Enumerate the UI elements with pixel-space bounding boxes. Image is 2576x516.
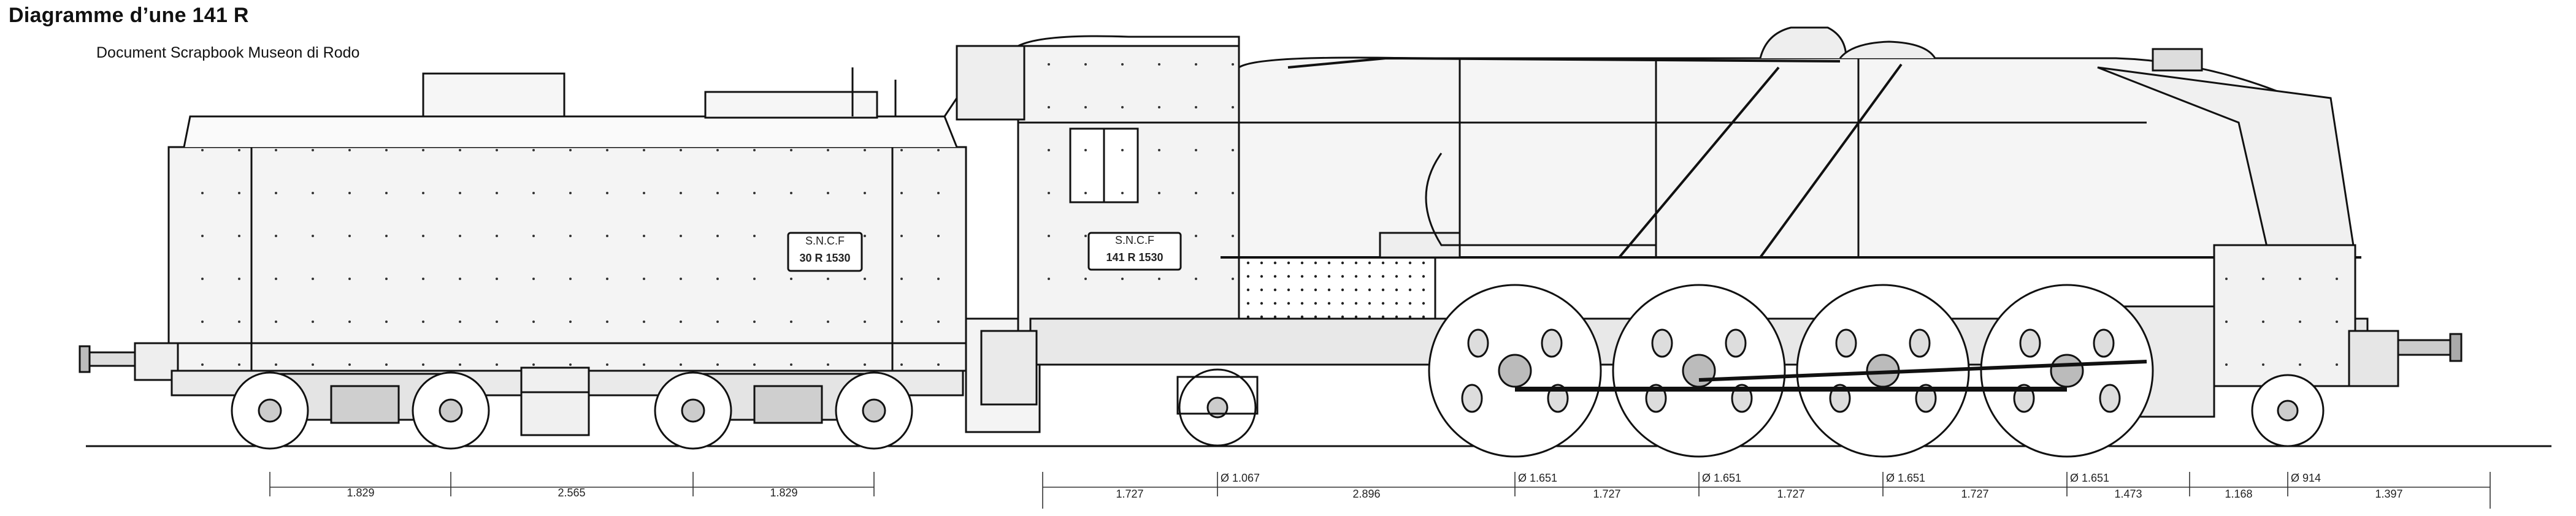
dim-loco-2: 2.896: [1352, 488, 1380, 500]
diagram-subtitle: Document Scrapbook Museon di Rodo: [96, 44, 360, 61]
loco-plate-number: 141 R 1530: [1106, 251, 1163, 264]
loco-number-plate: S.N.C.F 141 R 1530: [1087, 232, 1182, 271]
steam-dome: [1759, 26, 1847, 59]
running-gear: [1176, 284, 2325, 458]
dim-loco-7: 1.168: [2225, 488, 2252, 500]
sand-dome: [1839, 40, 1936, 59]
dim-tender-3: 1.829: [770, 487, 797, 499]
tender-plate-company: S.N.C.F: [805, 235, 845, 247]
connecting-rod: [1698, 360, 2147, 382]
dim-diam-driver-3: Ø 1.651: [1886, 472, 1925, 484]
tender-plate-number: 30 R 1530: [799, 252, 850, 264]
dim-diam-leading: Ø 914: [2291, 472, 2321, 484]
diagram-title: Diagramme d’une 141 R: [9, 4, 249, 27]
dim-loco-4: 1.727: [1777, 488, 1804, 500]
front-buffer-beam: [2348, 330, 2399, 387]
dim-diam-driver-1: Ø 1.651: [1518, 472, 1557, 484]
dimension-lines: [269, 472, 2491, 509]
loco-plate-company: S.N.C.F: [1115, 234, 1154, 246]
tender-coal-bunker: [183, 115, 958, 148]
dim-loco-5: 1.727: [1961, 488, 1988, 500]
dim-loco-6: 1.473: [2114, 488, 2142, 500]
dim-diam-trailing: Ø 1.067: [1221, 472, 1260, 484]
dim-loco-3: 1.727: [1593, 488, 1620, 500]
dim-loco-1: 1.727: [1116, 488, 1143, 500]
tender-number-plate: S.N.C.F 30 R 1530: [787, 232, 863, 272]
tender-bogie-rear: [231, 371, 490, 450]
tender-bogie-front: [654, 371, 913, 450]
boiler: [1238, 56, 2332, 259]
dim-diam-driver-4: Ø 1.651: [2070, 472, 2109, 484]
dim-loco-8: 1.397: [2375, 488, 2402, 500]
dim-diam-driver-2: Ø 1.651: [1702, 472, 1741, 484]
dim-tender-1: 1.829: [347, 487, 374, 499]
chimney: [2152, 48, 2203, 72]
dim-tender-2: 2.565: [558, 487, 585, 499]
